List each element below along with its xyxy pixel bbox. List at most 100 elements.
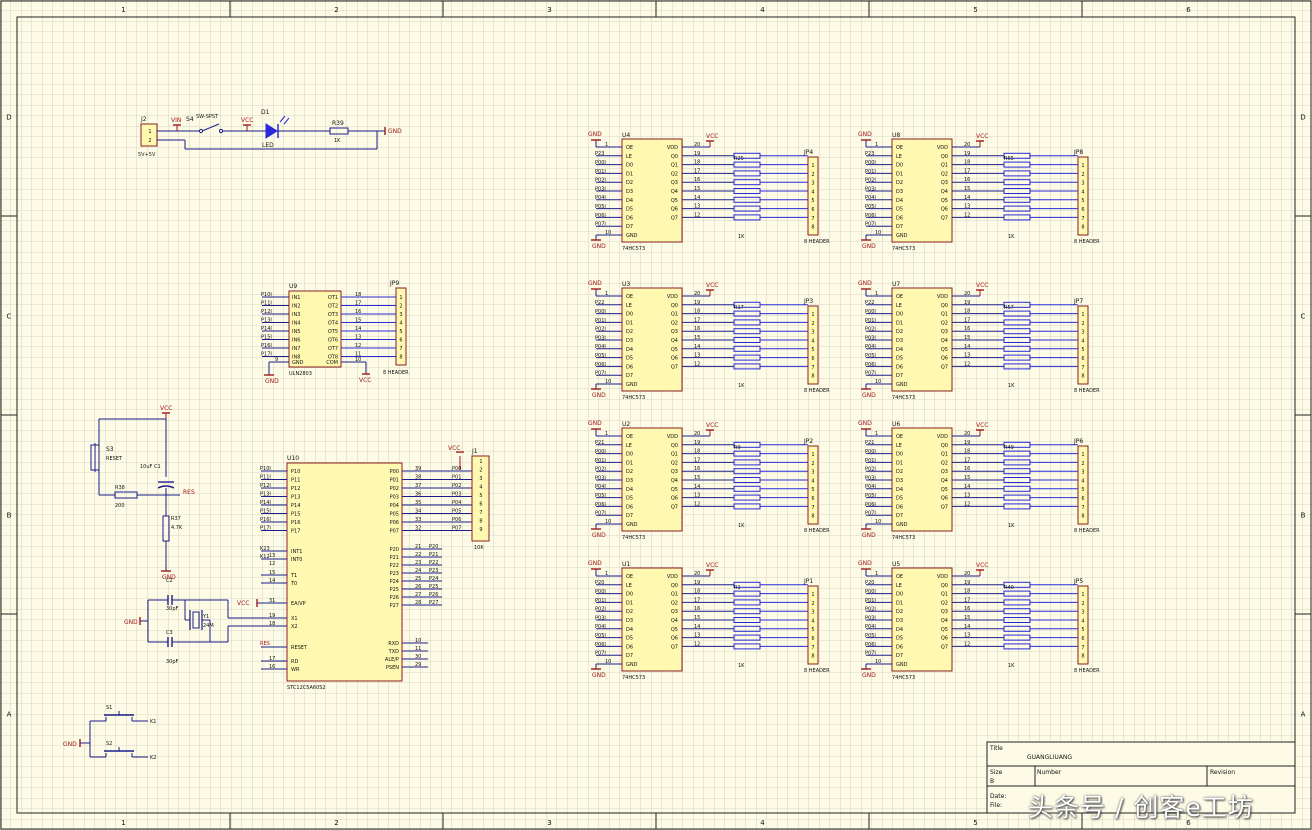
latch-right-number: 13 xyxy=(964,493,970,499)
latch-left-pin: LE xyxy=(896,303,902,309)
mcu-ctl-pin: PSEN xyxy=(386,665,399,671)
latch-header-pin: 5 xyxy=(811,198,814,204)
latch-right-pin: Q7 xyxy=(941,364,948,370)
mcu-reset-pin: RESET xyxy=(291,645,308,651)
latch-u1-body xyxy=(621,567,683,672)
latch-left-pin: OE xyxy=(896,294,903,300)
latch-left-pin: D2 xyxy=(626,329,633,335)
driver-input-pin: IN8 xyxy=(292,355,300,361)
reset-res-r37-ref: R37 xyxy=(171,516,181,522)
latch-right-number: 15 xyxy=(694,335,700,341)
latch-header-ref: JP2 xyxy=(803,438,813,445)
latch-left-pin: LE xyxy=(896,583,902,589)
latch-left-pin: D6 xyxy=(896,215,903,221)
latch-left-pin: GND xyxy=(626,382,638,388)
latch-right-pin: Q7 xyxy=(941,504,948,510)
gnd-label: GND xyxy=(862,243,876,250)
latch-right-number: 15 xyxy=(694,615,700,621)
latch-le-net: P21 xyxy=(865,440,874,446)
latch-right-pin: Q7 xyxy=(941,215,948,221)
latch-d-net: P04I xyxy=(865,624,876,630)
latch-left-pin: D5 xyxy=(896,356,903,362)
latch-left-pin: D6 xyxy=(626,364,633,370)
latch-gnd-number: 10 xyxy=(875,230,881,236)
latch-d-net: P02I xyxy=(865,467,876,473)
latch-left-pin: GND xyxy=(896,233,908,239)
latch-header-pin: 1 xyxy=(811,452,814,458)
col-marker-top: 2 xyxy=(334,6,338,14)
latch-d-net: P03I xyxy=(595,475,606,481)
latch-vcc-label: VCC xyxy=(706,133,718,140)
crystal-c2-ref: C2 xyxy=(166,578,173,584)
mcu-p1-net: P15I xyxy=(260,509,271,515)
mcu-ctl-pin: TXD xyxy=(388,649,399,655)
latch-oe-gnd-label: GND xyxy=(588,131,602,138)
latch-right-pin: Q3 xyxy=(941,609,948,615)
mcu-int-pin: INT1 xyxy=(291,549,302,555)
mcu-p0-number: 38 xyxy=(415,475,421,481)
size-value: B xyxy=(990,778,994,785)
latch-d-net: P06I xyxy=(595,502,606,508)
latch-right-pin: Q0 xyxy=(941,303,948,309)
latch-oe-number: 1 xyxy=(605,571,608,577)
latch-res-value: 1K xyxy=(1008,523,1015,529)
col-marker-bottom: 5 xyxy=(973,819,977,827)
col-marker-top: 6 xyxy=(1186,6,1191,14)
latch-right-number: 13 xyxy=(694,204,700,210)
latch-d-net: P05I xyxy=(865,493,876,499)
row-marker-right: C xyxy=(1301,313,1306,321)
latch-left-pin: D0 xyxy=(896,163,903,169)
latch-header-pin: 4 xyxy=(1081,618,1084,624)
number-label: Number xyxy=(1037,769,1062,776)
latch-right-pin: Q4 xyxy=(671,338,678,344)
latch-right-number: 12 xyxy=(964,212,970,218)
latch-right-pin: Q1 xyxy=(671,592,678,598)
latch-left-pin: LE xyxy=(626,154,632,160)
latch-right-number: 18 xyxy=(694,589,700,595)
driver-com-number: 10 xyxy=(355,357,361,363)
latch-right-pin: Q6 xyxy=(671,636,678,642)
latch-left-pin: D3 xyxy=(626,189,633,195)
latch-right-number: 12 xyxy=(694,641,700,647)
latch-res-value: 1K xyxy=(1008,234,1015,240)
mcu-p1-pin: P17 xyxy=(291,529,300,535)
key-ref: S1 xyxy=(106,705,112,711)
latch-gnd-number: 10 xyxy=(605,379,611,385)
latch-right-number: 16 xyxy=(964,326,970,332)
latch-res-ref: R17 xyxy=(734,305,744,311)
latch-right-pin: VDD xyxy=(937,434,948,440)
latch-header-pin: 1 xyxy=(811,163,814,169)
latch-left-pin: D6 xyxy=(626,504,633,510)
latch-left-pin: GND xyxy=(626,522,638,528)
resistor-r39-value: 1K xyxy=(334,138,341,144)
latch-header-pin: 2 xyxy=(1081,601,1084,607)
latch-left-pin: D0 xyxy=(896,592,903,598)
header-pin-number: 8 xyxy=(399,355,402,361)
mcu-ctl-pin: RXD xyxy=(388,641,399,647)
latch-left-pin: D5 xyxy=(896,636,903,642)
mcu-p2-pin: P26 xyxy=(390,595,399,601)
latch-header-pin: 6 xyxy=(1081,496,1084,502)
latch-ref: U4 xyxy=(622,132,630,139)
row-marker-right: A xyxy=(1301,711,1306,719)
pullup-ref: J1 xyxy=(471,448,478,455)
pin-number: 1 xyxy=(148,129,151,135)
resistor-r39-ref: R39 xyxy=(332,120,344,127)
mcu-p1-pin: P10 xyxy=(291,469,300,475)
latch-header-pin: 5 xyxy=(1081,198,1084,204)
latch-left-pin: D1 xyxy=(626,320,633,326)
mcu-p2-pin: P20 xyxy=(390,547,399,553)
gnd-label: GND xyxy=(862,392,876,399)
latch-right-pin: Q4 xyxy=(941,478,948,484)
latch-header-pin: 3 xyxy=(1081,470,1084,476)
latch-left-pin: D4 xyxy=(626,627,633,633)
latch-right-pin: Q2 xyxy=(941,320,948,326)
row-marker-left: C xyxy=(7,313,12,321)
keys-gnd-label: GND xyxy=(63,741,77,748)
col-marker-bottom: 6 xyxy=(1186,819,1191,827)
latch-right-number: 15 xyxy=(964,615,970,621)
latch-d-net: P05I xyxy=(595,353,606,359)
latch-u5-body xyxy=(891,567,953,672)
latch-d-net: P01I xyxy=(865,169,876,175)
driver-output-number: 12 xyxy=(355,343,361,349)
